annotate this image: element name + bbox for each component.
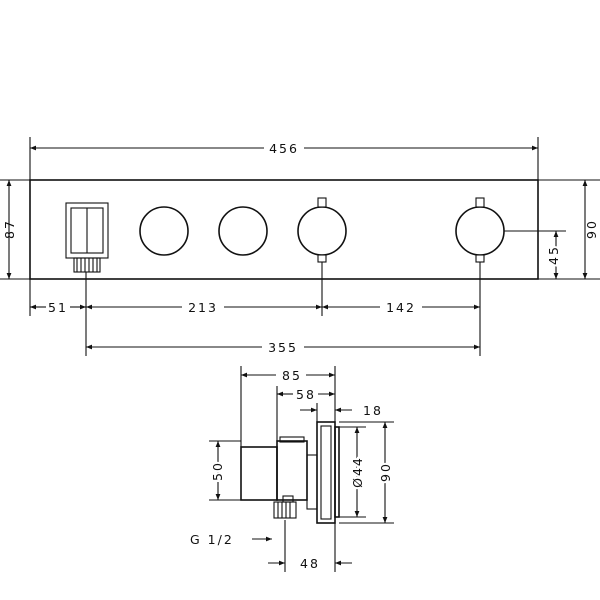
control-knob-1 xyxy=(139,206,189,256)
dim-end-offset: 142 xyxy=(386,300,416,315)
thread-size-label: G 1/2 xyxy=(190,532,234,547)
dim-panel-height: 90 xyxy=(584,219,599,239)
outlet-body xyxy=(240,446,278,501)
knob-side xyxy=(334,426,340,518)
front-view: 456 87 90 45 51 213 142 355 xyxy=(0,137,600,356)
dim-plate-depth: 18 xyxy=(363,403,383,418)
dim-plate-height: 90 xyxy=(378,462,393,482)
dim-overall-height: 87 xyxy=(2,219,17,239)
trim-plate xyxy=(29,179,539,280)
trim-plate-side xyxy=(316,421,336,524)
dim-depth-total: 85 xyxy=(282,368,302,383)
dim-overall-width: 456 xyxy=(269,141,299,156)
dim-outlet-depth: 48 xyxy=(300,556,320,571)
dim-body-height: 50 xyxy=(210,461,225,481)
dim-outlet-offset: 51 xyxy=(48,300,68,315)
dim-knob-span: 213 xyxy=(188,300,218,315)
dim-knob-axis-height: 45 xyxy=(546,245,561,265)
control-knob-4 xyxy=(455,197,505,263)
control-knob-2 xyxy=(218,206,268,256)
control-knob-3 xyxy=(297,197,347,263)
thread-connector xyxy=(273,501,297,519)
dim-depth-body: 58 xyxy=(296,387,316,402)
dim-outlet-to-knob: 355 xyxy=(268,340,298,355)
dim-knob-diameter: Ø44 xyxy=(350,456,365,488)
side-view: 85 58 18 50 Ø44 90 G 1/2 48 xyxy=(190,366,395,572)
shower-outlet-holder xyxy=(65,202,109,273)
